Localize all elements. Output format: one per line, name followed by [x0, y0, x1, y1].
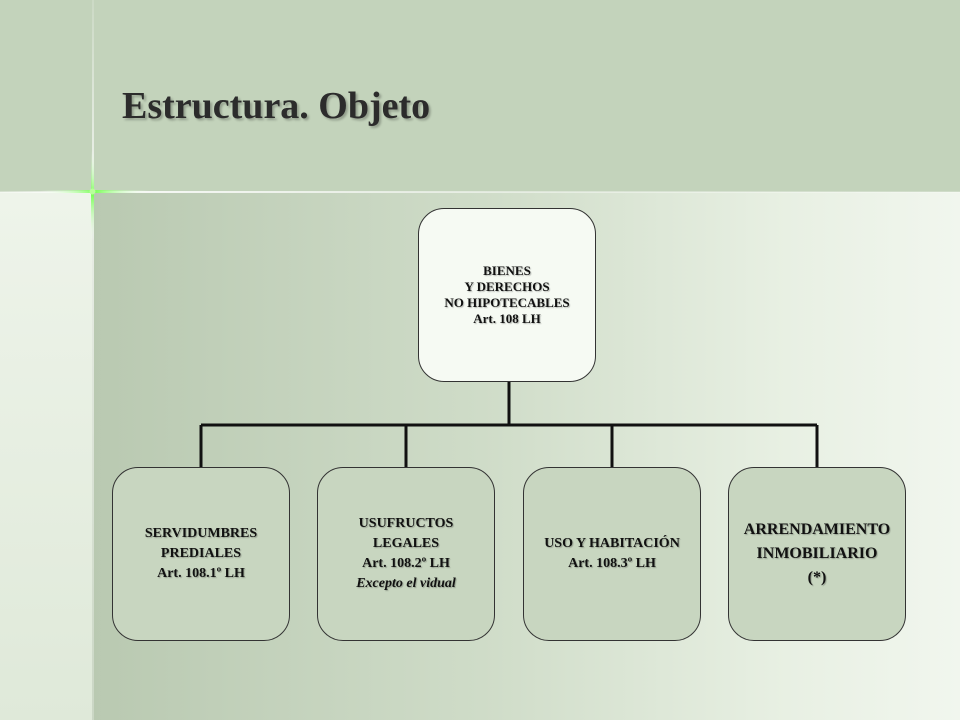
- node2-line-4: Excepto el vidual: [356, 576, 456, 591]
- node-arrendamiento-inmobiliario: ARRENDAMIENTO INMOBILIARIO (*): [728, 467, 906, 641]
- root-line-4: Art. 108 LH: [473, 311, 541, 326]
- node2-line-2: LEGALES: [372, 536, 440, 551]
- node4-line-2: INMOBILIARIO: [756, 545, 878, 562]
- node4-line-1: ARRENDAMIENTO: [743, 521, 891, 538]
- vertical-accent-line: [92, 0, 94, 720]
- root-line-2: Y DERECHOS: [464, 279, 550, 294]
- left-margin-band: [0, 192, 92, 720]
- node1-line-2: PREDIALES: [160, 546, 242, 561]
- node3-line-1: USO Y HABITACIÓN: [544, 536, 680, 551]
- root-node-bienes-no-hipotecables: BIENES Y DERECHOS NO HIPOTECABLES Art. 1…: [418, 208, 596, 382]
- node-servidumbres-prediales: SERVIDUMBRES PREDIALES Art. 108.1º LH: [112, 467, 290, 641]
- root-line-3: NO HIPOTECABLES: [444, 295, 570, 310]
- header-band: [0, 0, 960, 192]
- node1-line-3: Art. 108.1º LH: [157, 566, 245, 581]
- node3-line-2: Art. 108.3º LH: [568, 556, 656, 571]
- node-uso-y-habitacion: USO Y HABITACIÓN Art. 108.3º LH: [523, 467, 701, 641]
- node-usufructos-legales: USUFRUCTOS LEGALES Art. 108.2º LH Except…: [317, 467, 495, 641]
- root-line-1: BIENES: [483, 263, 531, 278]
- node2-line-1: USUFRUCTOS: [358, 516, 454, 531]
- node4-line-3: (*): [807, 569, 827, 586]
- node1-line-1: SERVIDUMBRES: [144, 526, 258, 541]
- slide-title: Estructura. Objeto: [122, 85, 431, 127]
- horizontal-accent-line: [0, 191, 960, 193]
- node2-line-3: Art. 108.2º LH: [362, 556, 450, 571]
